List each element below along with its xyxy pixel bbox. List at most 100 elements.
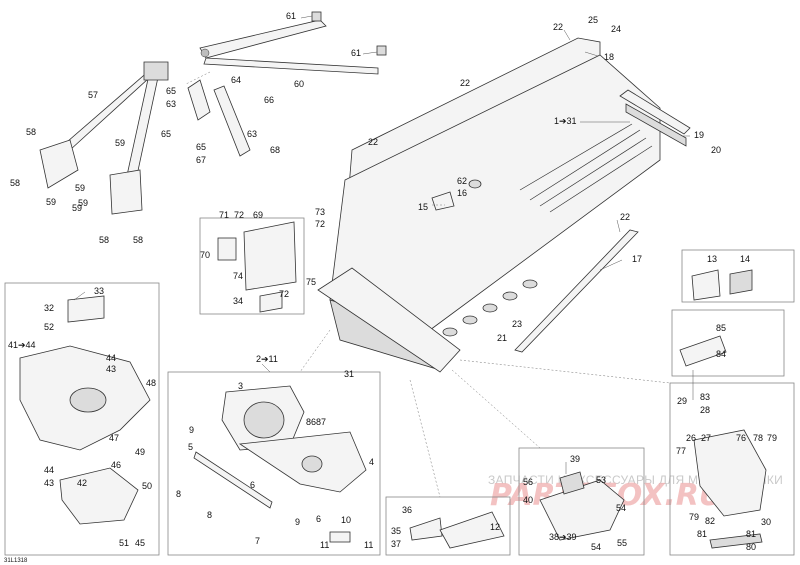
callout-52: 52 [44,322,54,332]
callout-19: 19 [694,130,704,140]
callout-37: 37 [391,539,401,549]
callout-68: 68 [270,145,280,155]
callout-79a: 79 [767,433,777,443]
engine-mount-module [539,471,625,541]
callout-46: 46 [111,460,121,470]
brace-arms [187,79,251,157]
callout-6b: 6 [316,514,321,524]
callout-47: 47 [109,433,119,443]
callout-15: 15 [418,202,428,212]
callout-76: 76 [736,433,746,443]
callout-61a: 61 [286,11,296,21]
callout-7: 7 [255,536,260,546]
callout-81b: 81 [746,529,756,539]
callout-81a: 81 [697,529,707,539]
callout-44b: 44 [44,465,54,475]
front-suspension-module [19,295,151,525]
callout-44a: 44 [106,353,116,363]
callout-74: 74 [233,271,243,281]
callout-72a: 72 [234,210,244,220]
callout-65a: 65 [166,86,176,96]
callout-59e: 59 [78,198,88,208]
leader-lines [73,15,694,498]
callout-58d: 58 [133,235,143,245]
front-frame-box [167,371,381,556]
callout-28: 28 [700,405,710,415]
callout-61b: 61 [351,48,361,58]
callout-11a: 11 [320,540,329,550]
callout-59d: 59 [72,203,82,213]
front-suspension-box [4,282,160,556]
callout-22c: 22 [368,137,378,147]
callout-50: 50 [142,481,152,491]
callout-58a: 58 [26,127,36,137]
tunnel-cap-box [681,249,795,303]
callout-2-11: 2➔11 [256,354,278,364]
callout-22b: 22 [460,78,470,88]
callout-36: 36 [402,505,412,515]
callout-55: 55 [617,538,627,548]
callout-71: 71 [219,210,229,220]
foot-step-box [671,309,785,377]
callout-27: 27 [701,433,711,443]
callout-22a: 22 [553,22,563,32]
callout-6a: 6 [250,480,255,490]
callout-9b: 9 [295,517,300,527]
callout-63a: 63 [166,99,176,109]
callout-1-31: 1➔31 [554,116,577,126]
callout-82: 82 [705,516,715,526]
tunnel-cap-parts [691,269,753,301]
steering-column [199,11,387,75]
callout-69: 69 [253,210,263,220]
callout-67: 67 [196,155,206,165]
callout-17: 17 [632,254,642,264]
callout-12: 12 [490,522,500,532]
foot-step-parts [679,335,727,367]
callout-43a: 43 [106,364,116,374]
callout-18: 18 [604,52,614,62]
callout-77: 77 [676,446,686,456]
footrest-box [385,496,511,556]
callout-11b: 11 [364,540,373,550]
callout-72c: 72 [279,289,289,299]
rear-bracket-module [693,429,767,549]
callout-21: 21 [497,333,507,343]
callout-35: 35 [391,526,401,536]
callout-43b: 43 [44,478,54,488]
callout-78: 78 [753,433,763,443]
callout-14: 14 [740,254,750,264]
callout-29: 29 [677,396,687,406]
upper-column-support [39,61,169,215]
drawing-code: 31L1318 [4,558,28,564]
callout-57: 57 [88,90,98,100]
callout-59a: 59 [115,138,125,148]
callout-30: 30 [761,517,771,527]
callout-79b: 79 [689,512,699,522]
callout-83: 83 [700,392,710,402]
callout-59b: 59 [75,183,85,193]
callout-54a: 54 [616,503,626,513]
callout-8a: 8 [176,489,181,499]
callout-8b: 8 [207,510,212,520]
callout-5: 5 [188,442,193,452]
callout-54b: 54 [591,542,601,552]
callout-25: 25 [588,15,598,25]
callout-59c: 59 [46,197,56,207]
callout-85: 85 [716,323,726,333]
callout-56: 56 [523,477,533,487]
callout-22d: 22 [620,212,630,222]
callout-65c: 65 [196,142,206,152]
callout-70: 70 [200,250,210,260]
callout-73: 73 [315,207,325,217]
running-board-rail [514,229,639,353]
callout-41-44: 41➔44 [8,340,36,350]
callout-72b: 72 [315,219,325,229]
callout-24: 24 [611,24,621,34]
front-frame-module [193,385,367,543]
callout-31: 31 [344,369,354,379]
tunnel [317,37,661,373]
callout-3: 3 [238,381,243,391]
callout-39: 39 [570,454,580,464]
rear-bracket-box [669,382,795,556]
